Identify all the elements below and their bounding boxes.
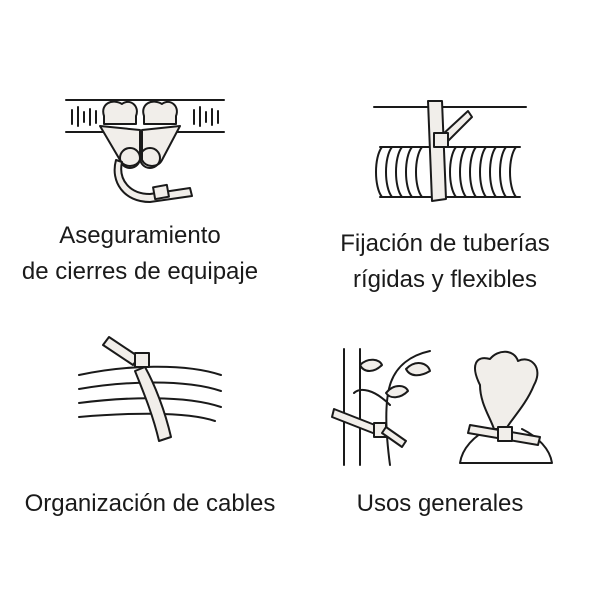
- plant-and-bag-tie-icon: [331, 348, 553, 466]
- caption-line-1: Fijación de tuberías: [340, 230, 550, 257]
- pipe-tie-icon: [373, 100, 527, 202]
- caption-line-1: Usos generales: [356, 490, 524, 517]
- luggage-zipper-tie-icon: [65, 99, 225, 203]
- caption-pipes: Fijación de tuberías rígidas y flexibles: [310, 226, 580, 298]
- caption-line-2: de cierres de equipaje: [21, 258, 259, 285]
- caption-line-1: Aseguramiento: [59, 222, 221, 249]
- cable-bundle-tie-icon: [78, 336, 222, 442]
- caption-line-1: Organización de cables: [24, 490, 276, 517]
- caption-cables: Organización de cables: [0, 486, 300, 522]
- caption-general: Usos generales: [300, 486, 580, 522]
- caption-line-2: rígidas y flexibles: [352, 266, 538, 293]
- caption-luggage: Aseguramiento de cierres de equipaje: [20, 218, 260, 290]
